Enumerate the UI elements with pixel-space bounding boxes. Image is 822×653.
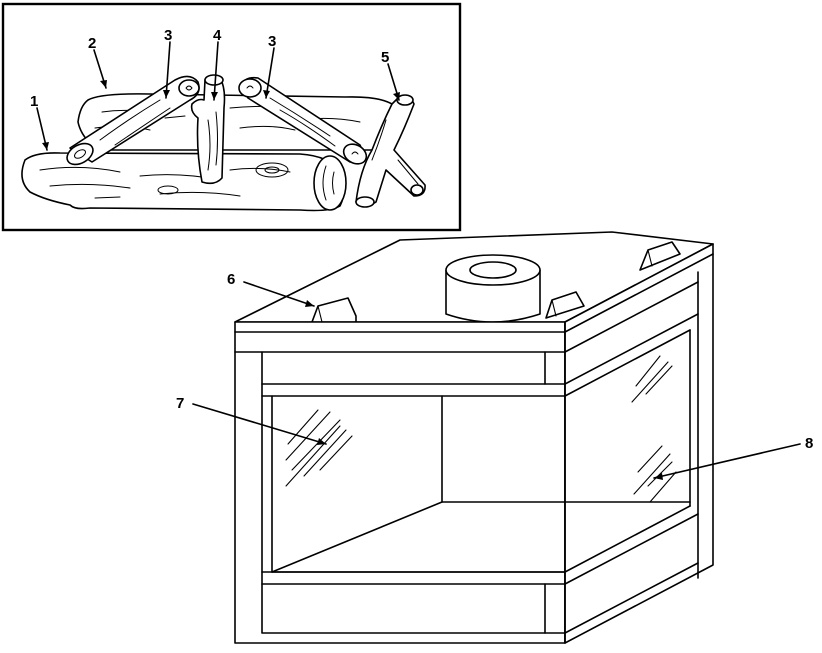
callout-4: 4	[213, 27, 222, 44]
callout-1: 1	[30, 93, 38, 110]
front-glass-hatch	[285, 409, 353, 487]
log-4-upright	[190, 74, 226, 185]
side-glass-hatch	[631, 355, 677, 503]
standoff-right	[639, 241, 681, 271]
fireplace-callout-leaders	[192, 281, 801, 480]
log-set-panel: 1 2 3 4 3 5	[1, 2, 462, 232]
callout-6: 6	[227, 271, 235, 288]
callout-2: 2	[88, 35, 96, 52]
log-1-front	[21, 152, 347, 212]
callout-7: 7	[176, 395, 184, 412]
flue-collar	[445, 254, 541, 323]
front-face	[234, 321, 566, 644]
callout-8: 8	[805, 435, 813, 452]
standoff-mid	[545, 291, 585, 319]
callout-3-right: 3	[268, 33, 276, 50]
log-5-fork	[355, 94, 426, 208]
callout-3-left: 3	[164, 27, 172, 44]
fireplace-unit: 6 7 8	[176, 231, 813, 644]
log-3-right-branch	[238, 76, 368, 165]
callout-5: 5	[381, 49, 389, 66]
log-callout-leaders	[36, 41, 400, 151]
